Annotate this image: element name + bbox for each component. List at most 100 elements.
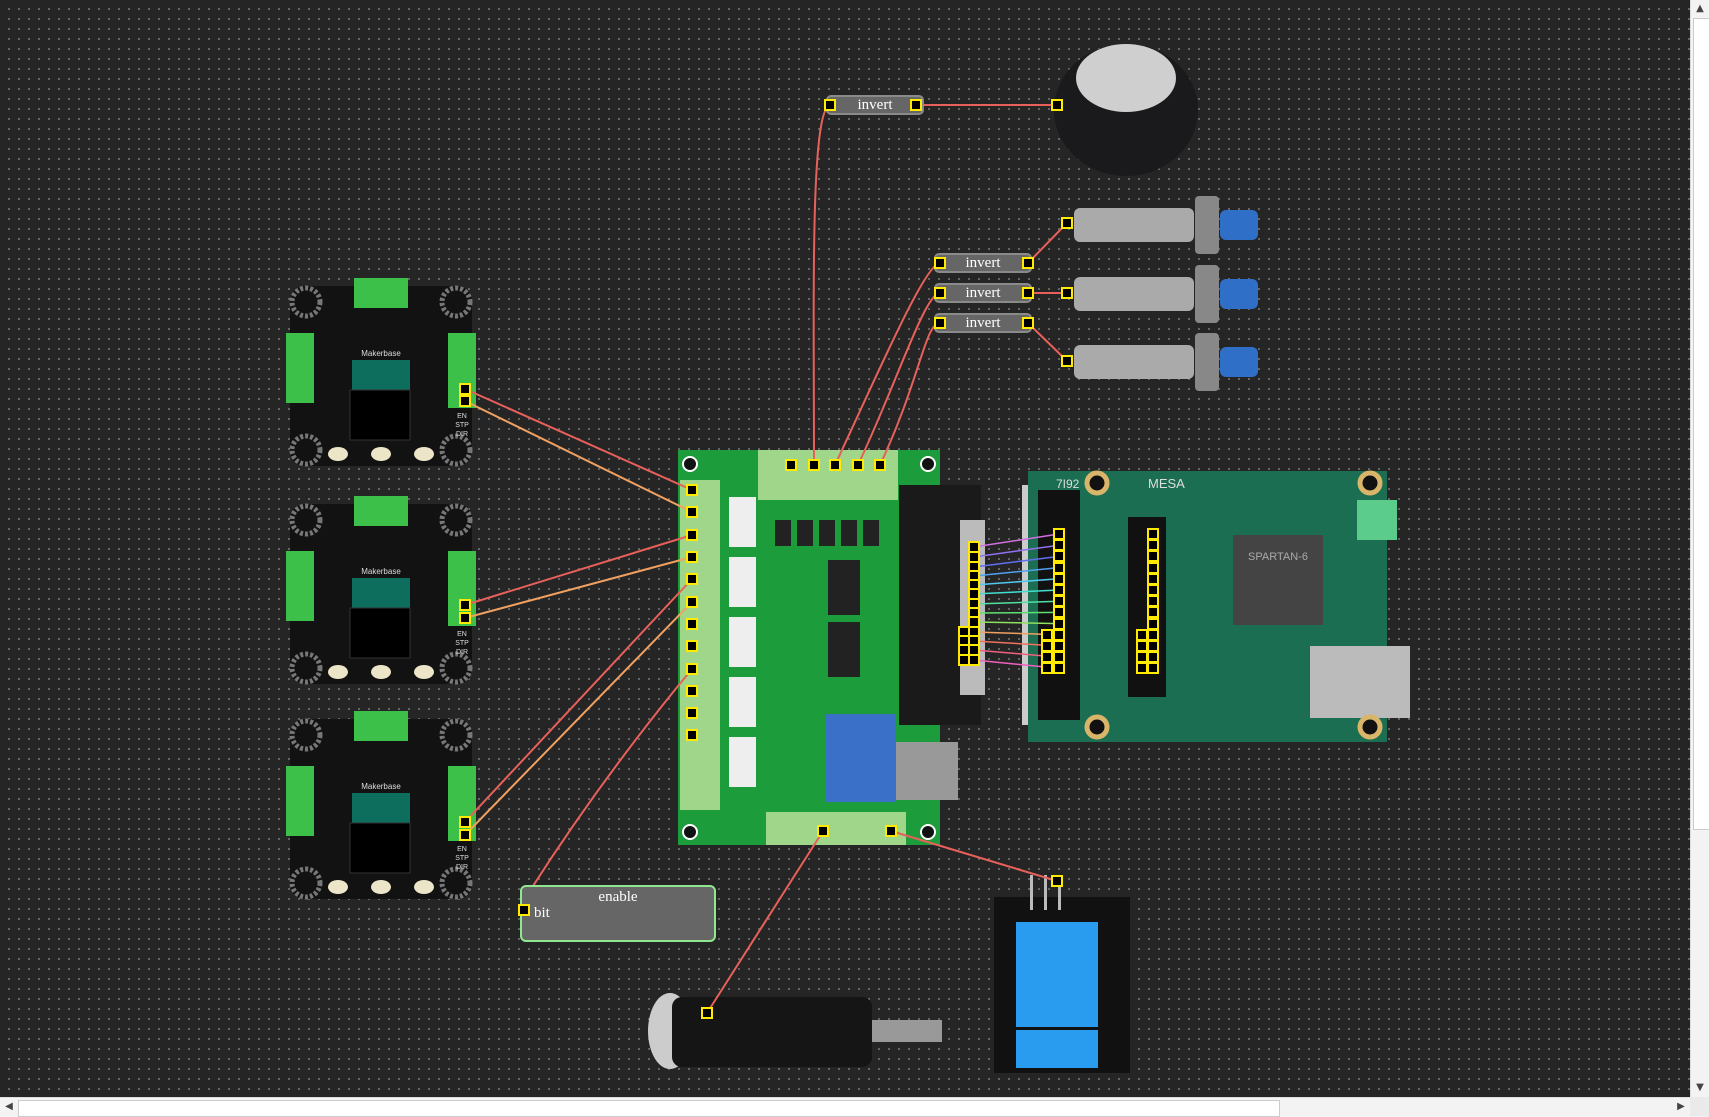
pin[interactable] [459,395,471,407]
pin[interactable] [459,829,471,841]
breakout-input-pin[interactable] [686,618,698,630]
sensor-pin[interactable] [1061,217,1073,229]
mesa-p2-pin[interactable] [1041,651,1053,664]
triangle-right-icon[interactable]: ▶ [1677,1101,1685,1112]
block-label: invert [965,285,1001,301]
breakout-output-pin[interactable] [808,459,820,471]
breakout-input-pin[interactable] [686,663,698,675]
pin[interactable] [701,1007,713,1019]
mesa-p2-pin[interactable] [1053,528,1065,540]
mesa-p2-pin[interactable] [1053,662,1065,675]
mesa-p2-pin[interactable] [1053,572,1065,585]
mesa-p1-pin[interactable] [1147,595,1159,608]
pin[interactable] [459,383,471,395]
horizontal-scroll-thumb[interactable] [18,1100,1280,1117]
mesa-p1-pin[interactable] [1136,662,1148,675]
db25-pin[interactable] [958,654,970,666]
mount-hole [439,718,473,752]
block-label: invert [965,255,1001,271]
triangle-up-icon[interactable]: ▲ [1696,3,1704,14]
mesa-p2-pin[interactable] [1053,617,1065,630]
pin[interactable] [459,599,471,611]
vertical-scroll-thumb[interactable] [1693,18,1709,830]
vertical-scrollbar[interactable]: ▲ ▼ [1690,0,1709,1097]
breakout-input-pin[interactable] [686,729,698,741]
horizontal-scrollbar[interactable]: ◀ ▶ [0,1097,1690,1117]
pin[interactable] [1022,287,1034,299]
mesa-p1-pin[interactable] [1147,651,1159,664]
mesa-p2-pin[interactable] [1053,584,1065,596]
invert-block-1[interactable]: invert [826,95,924,115]
pin[interactable] [824,99,836,111]
pin[interactable] [686,484,698,496]
mesa-p1-pin[interactable] [1147,539,1159,552]
mesa-p1-pin[interactable] [1147,528,1159,540]
invert-block-2[interactable]: invert [934,253,1032,273]
mesa-p2-pin[interactable] [1053,628,1065,641]
sensor-body [1074,208,1194,242]
mesa-p2-pin[interactable] [1041,662,1053,675]
spindle-shaft [872,1020,942,1042]
breakout-output-pin[interactable] [829,459,841,471]
mesa-p1-pin[interactable] [1147,662,1159,675]
mesa-p2-pin[interactable] [1053,561,1065,574]
power-terminal [1357,500,1397,540]
mount-hole [289,866,323,900]
mesa-p1-pin[interactable] [1136,628,1148,641]
sensor-pin[interactable] [1061,287,1073,299]
triangle-left-icon[interactable]: ◀ [5,1101,13,1112]
enable-bit-pin[interactable] [518,904,530,916]
pin[interactable] [934,287,946,299]
pin[interactable] [686,529,698,541]
pin[interactable] [910,99,922,111]
connector [729,557,756,607]
mesa-p1-pin[interactable] [1147,572,1159,585]
breakout-output-pin[interactable] [874,459,886,471]
pin[interactable] [686,596,698,608]
mesa-p1-pin[interactable] [1147,584,1159,596]
pin[interactable] [1022,317,1034,329]
breakout-relay-pin[interactable] [885,825,897,837]
triangle-down-icon[interactable]: ▼ [1696,1082,1704,1093]
mesa-p2-pin[interactable] [1053,606,1065,619]
pin[interactable] [1022,257,1034,269]
pin[interactable] [686,573,698,585]
pin[interactable] [459,816,471,828]
terminal-block [286,766,314,836]
brand-label: Makerbase [361,349,401,358]
invert-block-3[interactable]: invert [934,283,1032,303]
mesa-p1-pin[interactable] [1147,617,1159,630]
pin[interactable] [686,506,698,518]
mesa-p2-pin[interactable] [1053,539,1065,552]
pin[interactable] [934,317,946,329]
mesa-p1-pin[interactable] [1147,606,1159,619]
mesa-p1-pin[interactable] [1147,628,1159,641]
mesa-p2-pin[interactable] [1053,550,1065,563]
pin[interactable] [934,257,946,269]
breakout-input-pin[interactable] [686,685,698,697]
mesa-p1-pin[interactable] [1147,561,1159,574]
mesa-p2-pin[interactable] [1053,640,1065,652]
breakout-output-pin[interactable] [785,459,797,471]
pin[interactable] [459,612,471,624]
enable-block[interactable]: enable bit [520,885,716,942]
breakout-input-pin[interactable] [686,640,698,652]
knob-pin[interactable] [1051,99,1063,111]
optocoupler [841,520,857,546]
pin[interactable] [817,825,829,837]
mesa-p1-pin[interactable] [1136,651,1148,664]
invert-block-4[interactable]: invert [934,313,1032,333]
mesa-p1-pin[interactable] [1136,640,1148,652]
relay-pin[interactable] [1051,875,1063,887]
mesa-p2-pin[interactable] [1053,651,1065,664]
pin[interactable] [686,551,698,563]
sensor-pin[interactable] [1061,355,1073,367]
breakout-output-pin[interactable] [852,459,864,471]
mesa-p1-pin[interactable] [1147,640,1159,652]
mesa-p1-pin[interactable] [1147,550,1159,563]
mesa-p2-pin[interactable] [1041,628,1053,641]
mesa-p2-pin[interactable] [1041,640,1053,652]
mesa-p2-pin[interactable] [1053,595,1065,608]
breakout-input-pin[interactable] [686,707,698,719]
